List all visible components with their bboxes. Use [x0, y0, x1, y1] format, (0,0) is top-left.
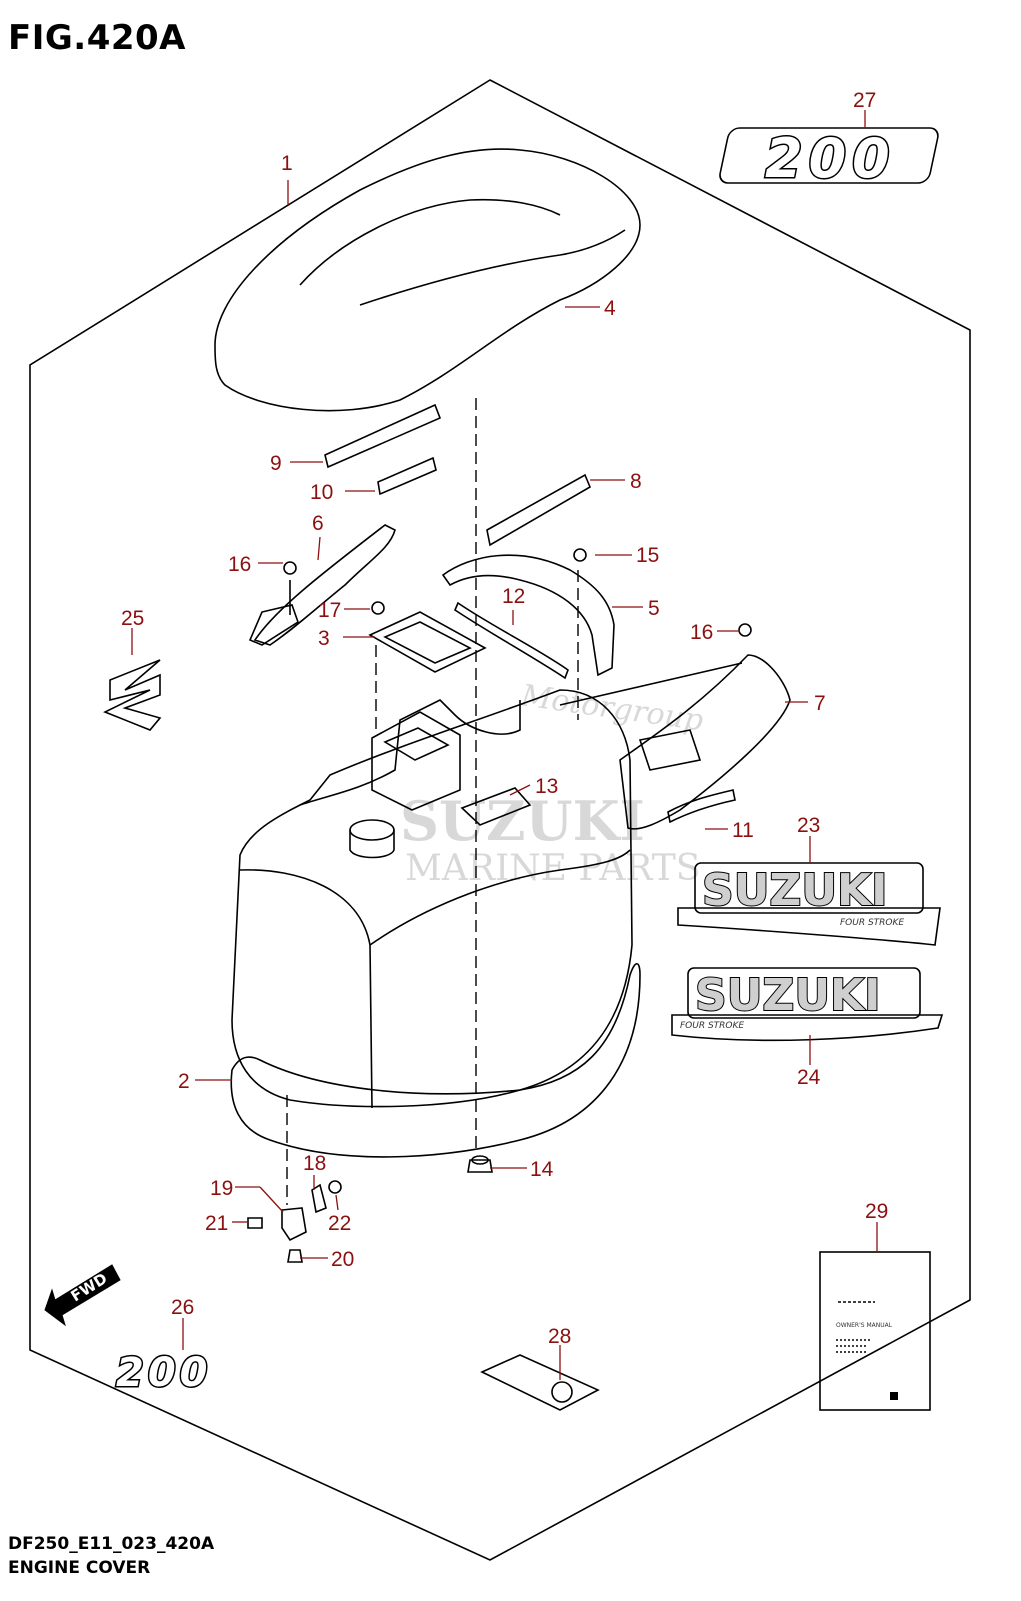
- leader-lines: [131, 110, 878, 1380]
- figure-code: DF250_E11_023_420A: [8, 1534, 215, 1554]
- suzuki-decal-24-text: SUZUKI: [695, 970, 881, 1021]
- figure-name: ENGINE COVER: [8, 1558, 151, 1578]
- four-stroke-24: FOUR STROKE: [680, 1021, 744, 1031]
- top-cover-part: [214, 148, 641, 412]
- watermark-line1: SUZUKI: [400, 789, 645, 853]
- figure-title: FIG.420A: [8, 18, 186, 58]
- callout-6: 6: [312, 512, 324, 535]
- callout-1: 1: [281, 152, 293, 175]
- callout-14: 14: [530, 1158, 554, 1181]
- callout-7: 7: [814, 692, 826, 715]
- callout-24: 24: [797, 1066, 821, 1089]
- group-boundary: [29, 79, 971, 1561]
- callout-18: 18: [303, 1152, 326, 1175]
- callout-8: 8: [630, 470, 642, 493]
- manual-title: OWNER'S MANUAL: [836, 1322, 893, 1329]
- callout-10: 10: [310, 481, 333, 504]
- callout-20: 20: [331, 1248, 354, 1271]
- hardware-parts: [247, 548, 752, 1263]
- badge-200-bottom: 200: [115, 1349, 212, 1398]
- seal-parts: [324, 403, 736, 824]
- four-stroke-23: FOUR STROKE: [840, 918, 904, 928]
- callout-27: 27: [853, 89, 876, 112]
- badge-200-top: 200: [719, 126, 939, 192]
- suzuki-s-logo-icon: [103, 659, 162, 731]
- callout-4: 4: [604, 297, 616, 320]
- callout-25: 25: [121, 607, 144, 630]
- engine-cover-part: [230, 689, 641, 1158]
- assembly-guides: [286, 398, 743, 1205]
- watermark-line3: Motorgroup: [518, 678, 705, 738]
- callout-15: 15: [636, 544, 659, 567]
- grille-parts: [248, 524, 791, 830]
- callout-22: 22: [328, 1212, 351, 1235]
- badge-200-bottom-text: 200: [116, 1350, 212, 1396]
- watermark-line2: MARINE PARTS: [405, 848, 700, 889]
- callout-9: 9: [270, 452, 282, 475]
- callout-16b: 16: [690, 621, 713, 644]
- callout-13: 13: [535, 775, 558, 798]
- callout-5: 5: [648, 597, 660, 620]
- callout-26: 26: [171, 1296, 194, 1319]
- fwd-label: FWD: [68, 1269, 111, 1305]
- callout-2: 2: [178, 1070, 190, 1093]
- callout-3: 3: [318, 627, 330, 650]
- callout-21: 21: [205, 1212, 228, 1235]
- callout-17: 17: [318, 599, 341, 622]
- callout-12: 12: [502, 585, 525, 608]
- owners-manual-29: OWNER'S MANUAL: [819, 1251, 931, 1411]
- fwd-arrow-icon: FWD: [44, 1264, 121, 1327]
- suzuki-decal-23: SUZUKI FOUR STROKE: [677, 862, 941, 946]
- badge-200-top-text: 200: [765, 127, 896, 190]
- callouts: 1 2 3 4 5 6 7 8 9 10 11 12 13 14 15 16 1…: [121, 89, 888, 1348]
- callout-11: 11: [732, 819, 754, 842]
- callout-19: 19: [210, 1177, 233, 1200]
- suzuki-decal-24: SUZUKI FOUR STROKE: [671, 967, 944, 1042]
- callout-28: 28: [548, 1325, 571, 1348]
- small-decal-28: [480, 1354, 600, 1411]
- callout-23: 23: [797, 814, 820, 837]
- callout-16a: 16: [228, 553, 251, 576]
- plate-parts: [368, 611, 532, 826]
- callout-29: 29: [865, 1200, 888, 1223]
